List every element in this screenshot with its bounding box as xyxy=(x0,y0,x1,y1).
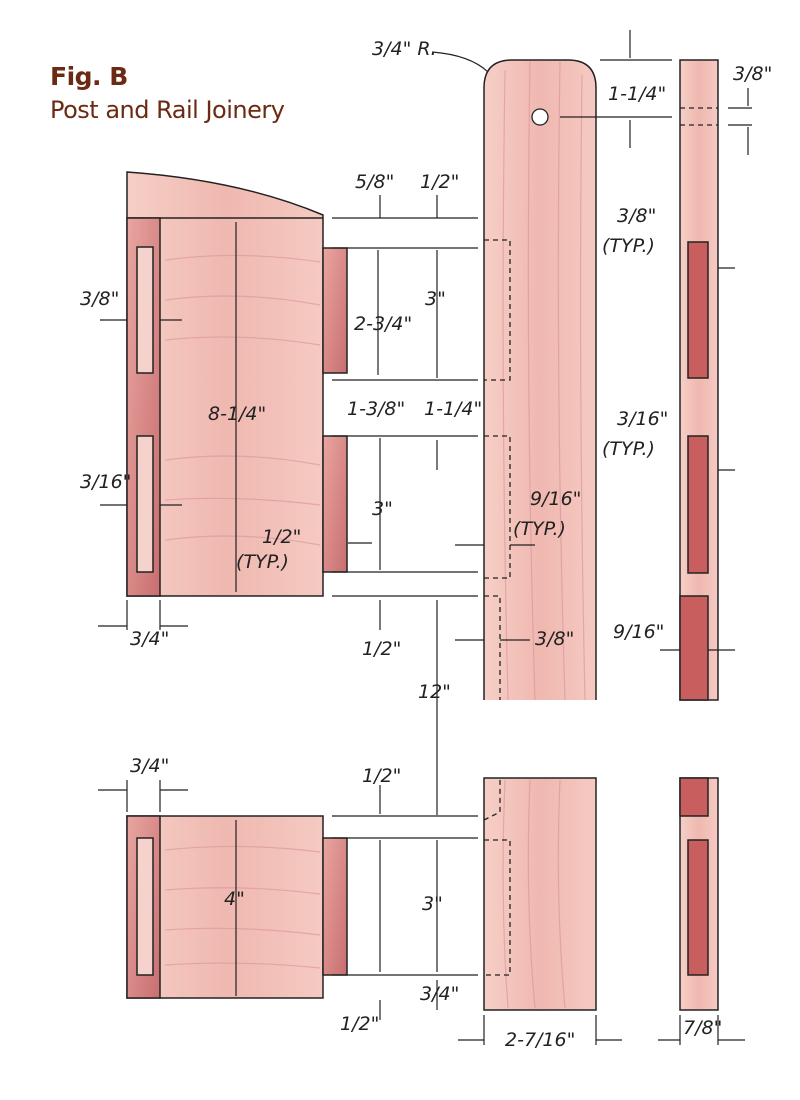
label-gap-b: 1-1/4" xyxy=(424,398,482,420)
label-post-thickness: 7/8" xyxy=(683,1017,722,1039)
label-side-mortise-width: 3/8" xyxy=(617,205,656,227)
tenon xyxy=(322,435,348,573)
label-typ: (TYP.) xyxy=(602,235,655,257)
label-rail-height-top: 8-1/4" xyxy=(208,403,266,425)
figure-title: Post and Rail Joinery xyxy=(50,96,285,124)
label-side-shoulder: 3/16" xyxy=(617,408,668,430)
label-gap-c: 1/2" xyxy=(362,638,401,660)
peg-hole xyxy=(531,108,549,126)
post-side xyxy=(679,59,719,1011)
label-mortise-depth: 9/16" xyxy=(530,488,581,510)
bottom-rail xyxy=(126,815,348,999)
label-tenon-thickness: 3/8" xyxy=(80,288,119,310)
label-spacing: 12" xyxy=(418,681,451,703)
rail-mortise xyxy=(136,435,154,573)
label-rail-thickness-bottom: 3/4" xyxy=(130,755,169,777)
top-rail xyxy=(126,171,348,597)
label-typ: (TYP.) xyxy=(602,438,655,460)
post-front xyxy=(483,59,597,1011)
label-tenon-length-mid: 1/2" xyxy=(262,526,301,548)
label-top-offset-b: 1/2" xyxy=(420,171,459,193)
rail-mortise xyxy=(136,246,154,374)
tenon xyxy=(322,247,348,374)
label-tenon-shoulder: 3/16" xyxy=(80,471,131,493)
label-top-offset-a: 5/8" xyxy=(355,171,394,193)
label-side-hole: 3/8" xyxy=(733,63,772,85)
label-groove-width: 9/16" xyxy=(613,621,664,643)
label-post-width: 2-7/16" xyxy=(505,1029,575,1051)
side-groove xyxy=(679,595,709,701)
dimension-labels: 3/4" R. 1-1/4" 3/8" 5/8" 1/2" 3/8" 8-1/4… xyxy=(80,38,772,1051)
label-mortise-length-bottom: 3" xyxy=(422,893,443,915)
label-top-radius: 3/4" R. xyxy=(372,38,437,60)
label-tenon-length-top: 2-3/4" xyxy=(354,313,412,335)
label-mortise-length-mid: 3" xyxy=(372,498,393,520)
figure-label: Fig. B xyxy=(50,62,128,91)
label-bottom-gap-a: 3/4" xyxy=(420,983,459,1005)
label-rail-height-bottom: 4" xyxy=(224,888,245,910)
label-hole-from-top: 1-1/4" xyxy=(608,83,666,105)
side-mortise xyxy=(687,435,709,574)
dimension-lines xyxy=(98,30,752,1045)
label-gap-a: 1-3/8" xyxy=(347,398,405,420)
label-groove-depth: 3/8" xyxy=(535,628,574,650)
label-gap-d: 1/2" xyxy=(362,765,401,787)
label-typ: (TYP.) xyxy=(236,551,289,573)
label-mortise-length-top: 3" xyxy=(425,288,446,310)
side-mortise xyxy=(687,241,709,379)
label-bottom-gap-b: 1/2" xyxy=(340,1013,379,1035)
label-rail-thickness-top: 3/4" xyxy=(130,628,169,650)
label-typ: (TYP.) xyxy=(513,518,566,540)
